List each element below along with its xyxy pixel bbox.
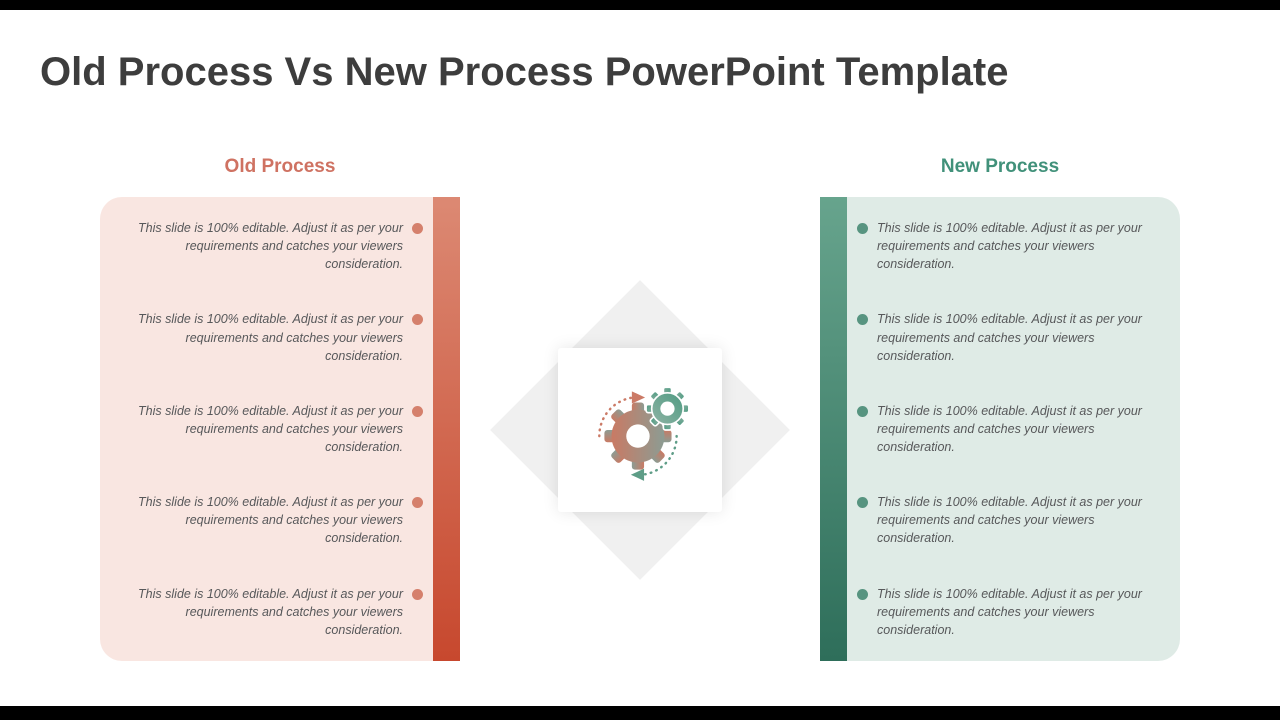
new-process-heading: New Process xyxy=(940,156,1060,177)
slide-title: Old Process Vs New Process PowerPoint Te… xyxy=(40,50,1009,94)
bullet-dot xyxy=(857,314,868,326)
new-process-item: This slide is 100% editable. Adjust it a… xyxy=(857,402,1162,456)
old-process-item: This slide is 100% editable. Adjust it a… xyxy=(118,310,423,364)
new-process-accent-bar xyxy=(820,197,847,661)
process-gears-icon xyxy=(598,386,690,481)
old-process-item: This slide is 100% editable. Adjust it a… xyxy=(118,585,423,639)
old-process-item: This slide is 100% editable. Adjust it a… xyxy=(118,219,423,273)
bullet-dot xyxy=(857,497,868,509)
new-process-item-text: This slide is 100% editable. Adjust it a… xyxy=(877,312,1142,363)
new-process-item: This slide is 100% editable. Adjust it a… xyxy=(857,219,1162,273)
new-process-item-text: This slide is 100% editable. Adjust it a… xyxy=(877,586,1142,637)
new-process-item-text: This slide is 100% editable. Adjust it a… xyxy=(877,403,1142,455)
new-process-item-text: This slide is 100% editable. Adjust it a… xyxy=(877,221,1142,272)
bottom-letterbox-bar xyxy=(0,706,1280,720)
bullet-dot xyxy=(412,223,423,234)
old-process-item-text: This slide is 100% editable. Adjust it a… xyxy=(138,495,403,546)
new-process-item: This slide is 100% editable. Adjust it a… xyxy=(857,493,1162,547)
new-process-item: This slide is 100% editable. Adjust it a… xyxy=(857,585,1162,639)
old-process-heading: Old Process xyxy=(224,156,336,177)
bullet-dot xyxy=(412,405,423,417)
top-letterbox-bar xyxy=(0,0,1280,10)
bullet-dot xyxy=(412,588,423,600)
new-process-item-text: This slide is 100% editable. Adjust it a… xyxy=(877,495,1142,546)
old-process-item: This slide is 100% editable. Adjust it a… xyxy=(118,493,423,547)
bullet-dot xyxy=(857,223,868,234)
bullet-dot xyxy=(857,588,868,600)
bullet-dot xyxy=(412,314,423,326)
old-process-item-text: This slide is 100% editable. Adjust it a… xyxy=(138,312,403,363)
old-process-panel: This slide is 100% editable. Adjust it a… xyxy=(100,197,460,661)
bullet-dot xyxy=(412,497,423,509)
old-process-items: This slide is 100% editable. Adjust it a… xyxy=(118,197,423,661)
old-process-item: This slide is 100% editable. Adjust it a… xyxy=(118,402,423,456)
center-icon-card xyxy=(558,348,722,512)
bullet-dot xyxy=(857,405,868,417)
new-process-items: This slide is 100% editable. Adjust it a… xyxy=(857,197,1162,661)
old-process-item-text: This slide is 100% editable. Adjust it a… xyxy=(138,586,403,637)
old-process-item-text: This slide is 100% editable. Adjust it a… xyxy=(138,403,403,455)
new-process-panel: This slide is 100% editable. Adjust it a… xyxy=(820,197,1180,661)
old-process-item-text: This slide is 100% editable. Adjust it a… xyxy=(138,221,403,272)
new-process-item: This slide is 100% editable. Adjust it a… xyxy=(857,310,1162,364)
old-process-accent-bar xyxy=(433,197,460,661)
